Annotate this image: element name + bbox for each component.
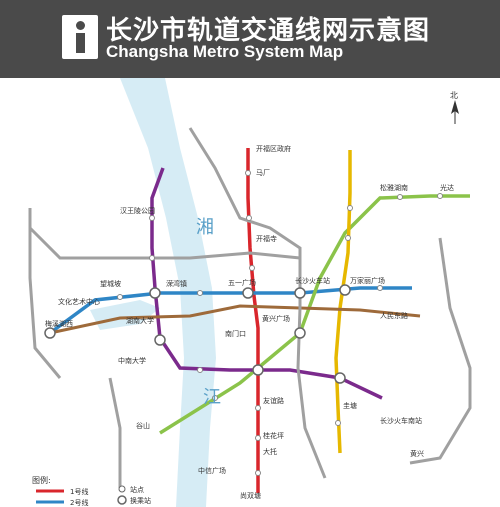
legend-line-2: 2号线 [70, 498, 88, 507]
station-label: 友谊路 [263, 396, 284, 405]
planned-line-c [28, 208, 62, 379]
station-label: 望城坡 [100, 279, 121, 288]
map-title-english: Changsha Metro System Map [106, 42, 344, 61]
river-label-xiang: 湘 [196, 217, 214, 238]
station-label: 溁湾镇 [166, 279, 187, 288]
xiang-river [120, 78, 216, 507]
metro-line-6[interactable] [49, 304, 421, 335]
metro-line-1[interactable] [246, 148, 260, 493]
info-icon [62, 15, 98, 59]
planned-line-e [108, 377, 122, 488]
planned-line-a [28, 226, 301, 260]
metro-map[interactable]: 湘 江 开福区政府 马厂 开福寺 五一广场 黄兴广场 南门口 友谊路 桂花坪 大… [0, 78, 500, 507]
transfer-stations [44, 284, 351, 384]
station-label: 马厂 [256, 169, 270, 177]
station-label: 梅溪湖西 [45, 319, 73, 328]
station-label: 光达 [440, 183, 454, 192]
compass-label: 北 [450, 91, 458, 100]
station-label: 南门口 [225, 329, 246, 338]
station-label: 汉王陵公园 [120, 206, 155, 215]
lake [90, 300, 160, 330]
legend: 图例: 1号线 2号线 站点 换乘站 [32, 475, 151, 507]
river-label-jiang: 江 [203, 387, 221, 408]
station-label: 五一广场 [228, 278, 256, 287]
planned-line-d [409, 237, 472, 465]
station-dots [117, 170, 443, 476]
legend-title: 图例: [32, 475, 51, 485]
station-label: 长沙火车南站 [380, 416, 422, 425]
station-label: 万家丽广场 [350, 276, 385, 285]
map-title-chinese: 长沙市轨道交通线网示意图 [106, 16, 431, 46]
station-label: 黄兴 [410, 449, 424, 458]
station-label: 人民东路 [380, 311, 408, 320]
station-label: 桂花坪 [263, 431, 284, 440]
legend-symbol-station: 站点 [130, 485, 144, 494]
metro-line-2[interactable] [48, 286, 412, 335]
metro-line-4[interactable] [150, 167, 383, 400]
station-label: 文化艺术中心 [58, 297, 100, 306]
station-label: 中南大学 [118, 356, 146, 365]
station-label: 大托 [263, 447, 277, 456]
station-label: 长沙火车站 [295, 276, 330, 285]
legend-line-1: 1号线 [70, 487, 88, 496]
map-header: 长沙市轨道交通线网示意图 Changsha Metro System Map [0, 0, 500, 78]
station-label: 开福区政府 [256, 144, 291, 153]
station-label: 黄兴广场 [262, 314, 290, 323]
station-label: 谷山 [136, 421, 150, 430]
legend-symbol-transfer: 换乘站 [130, 496, 151, 505]
station-label: 开福寺 [256, 234, 277, 243]
north-compass: 北 [450, 91, 459, 124]
station-label: 中信广场 [198, 466, 226, 475]
station-label: 松雅湖南 [380, 183, 408, 192]
station-label: 尚双塘 [240, 491, 261, 500]
station-label: 圭塘 [343, 401, 357, 410]
station-label: 湖南大学 [126, 316, 154, 325]
planned-line-b [188, 127, 327, 479]
